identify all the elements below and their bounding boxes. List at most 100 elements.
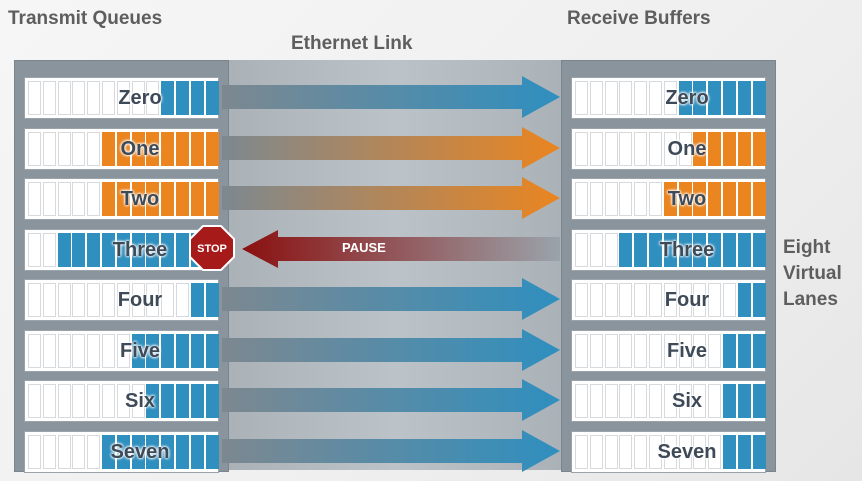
empty-cell bbox=[604, 182, 618, 216]
empty-cell bbox=[72, 434, 86, 469]
side-label-line3: Lanes bbox=[783, 289, 838, 310]
empty-cell bbox=[589, 182, 603, 216]
pause-arrow bbox=[222, 224, 562, 274]
filled-cell bbox=[161, 384, 175, 418]
filled-cell bbox=[161, 232, 175, 267]
empty-cell bbox=[678, 384, 692, 418]
empty-cell bbox=[131, 283, 145, 317]
filled-cell bbox=[176, 333, 189, 368]
rx-lane-label: Two bbox=[667, 188, 707, 210]
filled-cell bbox=[146, 131, 160, 166]
filled-cell bbox=[723, 333, 736, 368]
empty-cell bbox=[87, 81, 101, 115]
side-label-line2: Virtual bbox=[783, 263, 842, 284]
filled-cell bbox=[737, 131, 751, 166]
empty-cell bbox=[619, 182, 633, 216]
empty-cell bbox=[589, 434, 603, 469]
empty-cell bbox=[42, 232, 56, 267]
filled-cell bbox=[737, 182, 751, 216]
filled-cell bbox=[737, 333, 751, 368]
empty-cell bbox=[57, 81, 71, 115]
empty-cell bbox=[72, 131, 86, 166]
side-label-line1: Eight bbox=[783, 237, 831, 258]
filled-cell bbox=[176, 434, 189, 469]
filled-cell bbox=[752, 434, 766, 469]
empty-cell bbox=[87, 182, 101, 216]
eight-virtual-lanes-label: Eight Virtual Lanes bbox=[783, 235, 842, 313]
filled-cell bbox=[190, 81, 204, 115]
filled-cell bbox=[619, 232, 633, 267]
empty-cell bbox=[649, 384, 662, 418]
filled-cell bbox=[752, 81, 766, 115]
transmit-queues-title: Transmit Queues bbox=[8, 8, 163, 29]
filled-cell bbox=[131, 182, 145, 216]
filled-cell bbox=[737, 232, 751, 267]
empty-cell bbox=[42, 131, 56, 166]
filled-cell bbox=[737, 384, 751, 418]
empty-cell bbox=[619, 333, 633, 368]
tx-queue-zero: Zero bbox=[24, 77, 219, 119]
filled-cell bbox=[693, 232, 707, 267]
empty-cell bbox=[72, 283, 86, 317]
forward-arrow-shape bbox=[222, 379, 560, 421]
empty-cell bbox=[634, 131, 648, 166]
empty-cell bbox=[116, 283, 130, 317]
empty-cell bbox=[146, 81, 160, 115]
filled-cell bbox=[116, 131, 130, 166]
tx-lane-label: Zero bbox=[118, 87, 162, 109]
filled-cell bbox=[161, 182, 175, 216]
lane-arrow-four bbox=[222, 274, 562, 324]
tx-lane-label: Six bbox=[124, 390, 156, 412]
empty-cell bbox=[87, 333, 101, 368]
filled-cell bbox=[146, 182, 160, 216]
filled-cell bbox=[752, 283, 766, 317]
filled-cell bbox=[693, 182, 707, 216]
empty-cell bbox=[57, 434, 71, 469]
filled-cell bbox=[723, 131, 736, 166]
filled-cell bbox=[723, 434, 736, 469]
forward-arrow-shape bbox=[222, 429, 560, 472]
empty-cell bbox=[87, 283, 101, 317]
empty-cell bbox=[575, 283, 588, 317]
filled-cell bbox=[190, 131, 204, 166]
tx-queue-four: Four bbox=[24, 279, 219, 321]
empty-cell bbox=[649, 131, 662, 166]
empty-cell bbox=[693, 333, 707, 368]
empty-cell bbox=[708, 333, 722, 368]
filled-cell bbox=[649, 232, 662, 267]
lane-arrow-seven bbox=[222, 426, 562, 476]
filled-cell bbox=[102, 434, 115, 469]
filled-cell bbox=[161, 131, 175, 166]
empty-cell bbox=[649, 333, 662, 368]
empty-cell bbox=[575, 333, 588, 368]
empty-cell bbox=[634, 81, 648, 115]
empty-cell bbox=[634, 283, 648, 317]
tx-queue-five: Five bbox=[24, 329, 219, 372]
empty-cell bbox=[604, 333, 618, 368]
empty-cell bbox=[42, 333, 56, 368]
filled-cell bbox=[161, 434, 175, 469]
rx-lane-label: Six bbox=[671, 390, 703, 412]
empty-cell bbox=[87, 131, 101, 166]
filled-cell bbox=[752, 232, 766, 267]
filled-cell bbox=[190, 434, 204, 469]
empty-cell bbox=[146, 283, 160, 317]
tx-lane-label: Four bbox=[117, 289, 163, 311]
empty-cell bbox=[116, 81, 130, 115]
filled-cell bbox=[737, 283, 751, 317]
empty-cell bbox=[678, 283, 692, 317]
empty-cell bbox=[693, 384, 707, 418]
tx-lane-label: Seven bbox=[110, 440, 170, 463]
empty-cell bbox=[589, 131, 603, 166]
filled-cell bbox=[131, 232, 145, 267]
empty-cell bbox=[102, 384, 115, 418]
rx-lane-label: One bbox=[667, 137, 707, 160]
empty-cell bbox=[87, 434, 101, 469]
empty-cell bbox=[708, 283, 722, 317]
empty-cell bbox=[102, 81, 115, 115]
empty-cell bbox=[28, 131, 41, 166]
filled-cell bbox=[205, 384, 219, 418]
empty-cell bbox=[72, 384, 86, 418]
rx-lane-label: Four bbox=[664, 289, 710, 311]
